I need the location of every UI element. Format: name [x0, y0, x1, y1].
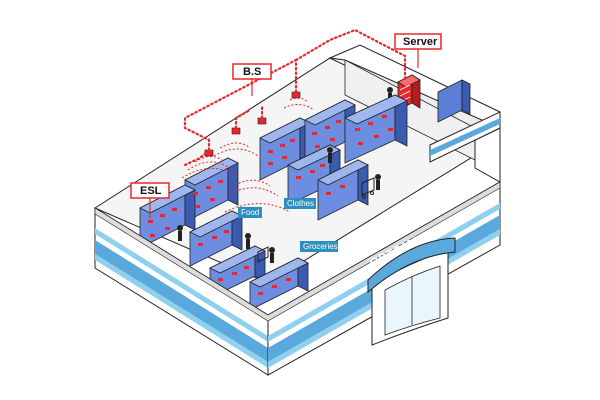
callout-esl: ESL — [130, 182, 170, 218]
section-tag-food-label: Food — [241, 208, 259, 217]
section-tag-food: Food — [238, 207, 262, 218]
store-entrance[interactable] — [367, 237, 456, 346]
shelving-units — [139, 94, 408, 311]
callout-base-station-label: B.S — [243, 66, 261, 78]
wireless-signals — [181, 97, 315, 213]
network-links — [183, 28, 407, 167]
server-room — [328, 44, 501, 161]
section-tag-clothes-label: Clothes — [287, 199, 314, 208]
section-tag-groceries-label: Groceries — [303, 242, 338, 251]
section-tag-clothes: Clothes — [284, 198, 316, 209]
esl-tags — [148, 115, 393, 295]
section-tag-groceries: Groceries — [300, 241, 338, 252]
shelf-unit — [189, 210, 243, 267]
shelf-unit — [317, 159, 369, 221]
shelf-unit — [344, 94, 408, 164]
shelf-unit — [249, 257, 309, 311]
callout-esl-label: ESL — [140, 185, 162, 197]
shopper — [327, 147, 333, 163]
callout-server: Server — [394, 33, 442, 68]
shopper — [269, 247, 275, 263]
callout-server-label: Server — [403, 36, 438, 48]
callout-base-station: B.S — [232, 63, 272, 96]
shopping-cart — [257, 246, 269, 263]
shopping-cart — [361, 177, 375, 199]
shopper — [245, 233, 251, 249]
shopper — [177, 225, 183, 241]
shopper — [375, 174, 381, 190]
